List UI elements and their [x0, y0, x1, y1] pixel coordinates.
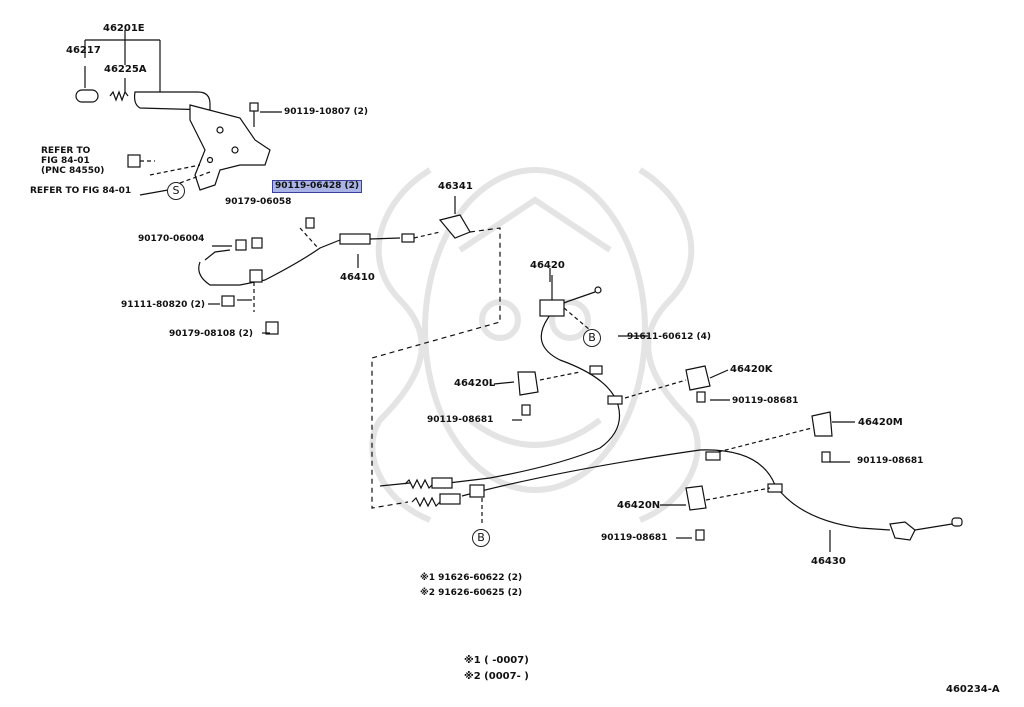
legend-note-2: ※2 (0007- ) — [464, 671, 529, 682]
part-label-90119-08681-l[interactable]: 90119-08681 — [427, 415, 494, 425]
part-label-46420L[interactable]: 46420L — [454, 378, 496, 389]
figure-id: 460234-A — [946, 684, 1000, 695]
part-label-90119-08681-m[interactable]: 90119-08681 — [857, 456, 924, 466]
part-label-90119-10807[interactable]: 90119-10807 (2) — [284, 107, 368, 117]
part-label-90119-08681-k[interactable]: 90119-08681 — [732, 396, 799, 406]
clamp-46420K — [685, 365, 711, 391]
cable-46410 — [198, 227, 441, 312]
part-label-46430[interactable]: 46430 — [811, 556, 846, 567]
part-label-90179-08108[interactable]: 90179-08108 (2) — [169, 329, 253, 339]
watermark-emblem — [369, 167, 701, 523]
part-label-46420N[interactable]: 46420N — [617, 500, 661, 511]
part-label-91626-60625[interactable]: ※2 91626-60625 (2) — [420, 588, 523, 598]
part-label-46420[interactable]: 46420 — [530, 260, 565, 271]
refer-to-line1: REFER TO — [41, 146, 91, 156]
part-label-46201E[interactable]: 46201E — [103, 23, 145, 34]
lever-assembly — [75, 30, 282, 196]
callout-circle-b-lower: B — [472, 529, 490, 547]
part-label-46420M[interactable]: 46420M — [858, 417, 903, 428]
cable-46430 — [411, 449, 963, 541]
part-label-91626-60622[interactable]: ※1 91626-60622 (2) — [420, 573, 523, 583]
part-label-46225A[interactable]: 46225A — [104, 64, 147, 75]
refer-to-line3: (PNC 84550) — [41, 166, 105, 176]
part-label-46217[interactable]: 46217 — [66, 45, 101, 56]
part-label-90170-06004[interactable]: 90170-06004 — [138, 234, 205, 244]
clamp-46420N — [685, 485, 707, 511]
cable-46420 — [379, 275, 623, 490]
refer-to-line2: FIG 84-01 — [41, 156, 90, 166]
clamp-46420L — [517, 371, 539, 396]
callout-circle-b-upper: B — [583, 329, 601, 347]
part-label-46420K[interactable]: 46420K — [730, 364, 773, 375]
part-label-90119-08681-n[interactable]: 90119-08681 — [601, 533, 668, 543]
part-label-90119-06428-highlighted[interactable]: 90119-06428 (2) — [272, 180, 362, 193]
clamp-46420M — [811, 411, 833, 437]
callout-circle-s: S — [167, 182, 185, 200]
refer-to-fig-84-01[interactable]: REFER TO FIG 84-01 — [30, 186, 132, 196]
part-label-90179-06058[interactable]: 90179-06058 — [225, 197, 292, 207]
part-label-46410[interactable]: 46410 — [340, 272, 375, 283]
part-label-91611-60612[interactable]: 91611-60612 (4) — [627, 332, 711, 342]
legend-note-1: ※1 ( -0007) — [464, 655, 529, 666]
part-label-46341[interactable]: 46341 — [438, 181, 473, 192]
part-label-91111-80820[interactable]: 91111-80820 (2) — [121, 300, 205, 310]
